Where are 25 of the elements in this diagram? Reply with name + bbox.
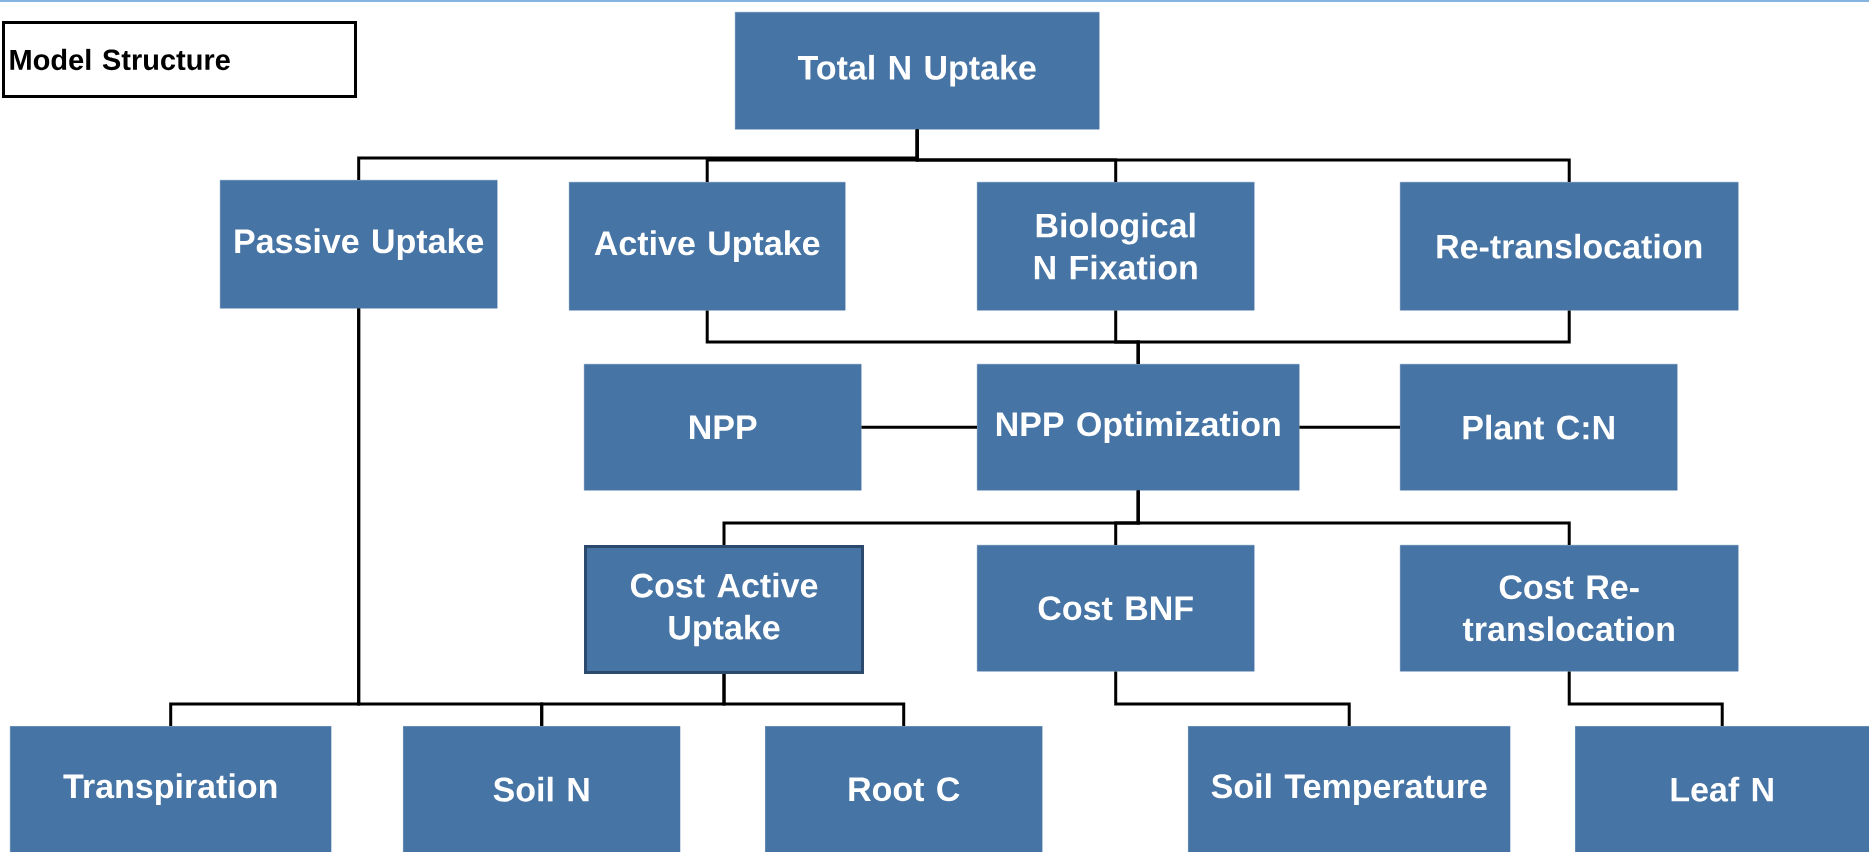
process-box: Leaf N (1575, 726, 1869, 852)
process-box: Active Uptake (569, 182, 846, 311)
process-box: Soil N (403, 726, 681, 852)
connector-line (1114, 671, 1351, 726)
connector-line (861, 425, 977, 429)
process-box: Biological N Fixation (977, 182, 1255, 311)
process-box: Cost BNF (977, 545, 1255, 672)
process-box: Soil Temperature (1188, 726, 1511, 852)
process-box: NPP (584, 364, 862, 491)
connector-line (722, 674, 906, 726)
process-box: NPP Optimization (977, 364, 1300, 491)
process-box: Re-translocation (1400, 182, 1739, 311)
process-box: Cost Re-translocation (1400, 545, 1739, 672)
process-box: Total N Uptake (735, 12, 1100, 130)
process-box: Plant C:N (1400, 364, 1678, 491)
process-box: Cost Active Uptake (584, 545, 864, 674)
process-box: Passive Uptake (220, 180, 498, 309)
connector-line (915, 129, 1571, 182)
process-box: Transpiration (10, 726, 332, 852)
connector-line (1136, 490, 1571, 545)
connector-line (1299, 425, 1400, 429)
title-box: Model Structure (2, 21, 357, 98)
process-box: Root C (765, 726, 1043, 852)
connector-line (1567, 671, 1724, 726)
connector-line (1136, 310, 1571, 364)
